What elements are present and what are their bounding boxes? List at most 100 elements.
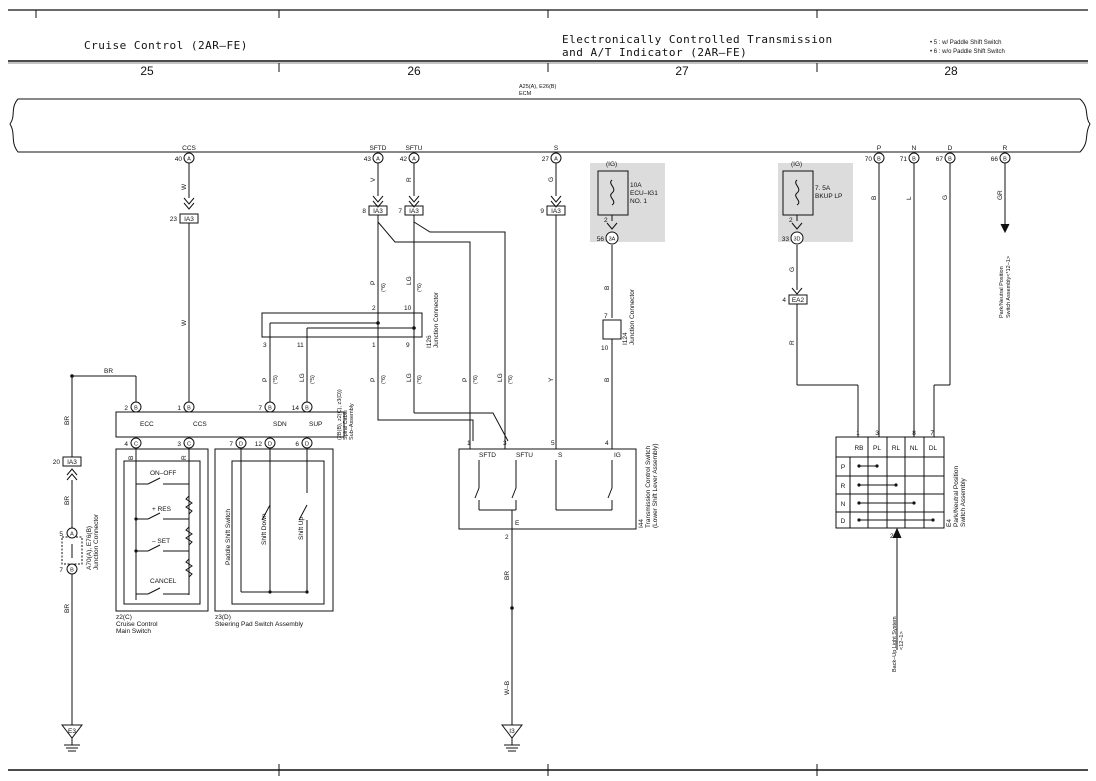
ecm-label: ECM <box>519 91 532 97</box>
junction-ea2: EA2 <box>792 297 805 304</box>
wire-color-sftd: V <box>370 177 377 182</box>
i124-label-id: I124 <box>622 332 629 345</box>
i126-label-id: I126 <box>426 335 433 348</box>
i126-pin-3: 3 <box>263 342 267 349</box>
ref-backup-line1: Back–Up Light System <box>892 616 898 672</box>
fuse1-name: ECU–IG1 <box>630 190 658 197</box>
ecm-pin-sftd-conn: A <box>376 157 380 163</box>
junction-ia3-sftu-num: 7 <box>398 208 402 215</box>
ecm-pin-p-conn: B <box>877 157 881 163</box>
ecm-pin-r-name: R <box>1003 145 1008 152</box>
wire-color-br-top: BR <box>104 368 113 375</box>
cruise-sw-set: – SET <box>152 538 170 545</box>
pad-pin-sup-conn: B <box>305 406 309 412</box>
a70-pin-top-conn: A <box>70 532 74 538</box>
wire-color-br-left3: BR <box>64 604 71 613</box>
tcs-pin-e: 2 <box>505 534 509 541</box>
fuse1-pin-num: 56 <box>597 236 605 243</box>
junction-ia3-sftd-num: 8 <box>362 208 366 215</box>
ecm-pin-ccs-num: 40 <box>175 156 183 163</box>
ecm-pin-d-num: 67 <box>936 156 944 163</box>
tcs-term-s: S <box>558 452 563 459</box>
variant-note-1: • 5 : w/ Paddle Shift Switch <box>930 40 1002 46</box>
wire-color-ccs-lower: W <box>181 319 188 326</box>
variant-mark-4: (*5) <box>310 375 316 384</box>
wire-color-br-left1: BR <box>64 416 71 425</box>
tcs-pin-sftd: 1 <box>467 440 471 447</box>
junction-ea2-num: 4 <box>782 297 786 304</box>
ref-pnp-line2: Switch Assembly<*12–1> <box>1006 256 1012 318</box>
junction-ia3-left: IA3 <box>67 459 77 466</box>
pnp-col-4: DL <box>929 445 938 452</box>
wire-color-tcs-p: P <box>462 378 469 382</box>
wire-color-n: L <box>906 196 913 200</box>
wire-color-fuse2-out2: R <box>789 340 796 345</box>
cruise-pin-lo1-num: 4 <box>124 441 128 448</box>
i126-pin-9: 9 <box>406 342 410 349</box>
pad-term-sdn: SDN <box>273 421 287 428</box>
column-number-27: 27 <box>675 64 689 78</box>
ref-pnp-line1: Park/Neutral Position <box>999 266 1005 318</box>
pnp-row-2: N <box>841 501 846 508</box>
tcs-label-name2: (Lower Shift Lever Assembly) <box>652 443 659 528</box>
cruise-pin-ecc-num: 2 <box>124 405 128 412</box>
wire-color-w-b: W–B <box>504 681 511 695</box>
wire-color-br-left2: BR <box>64 496 71 505</box>
wire-color-tcs-b: B <box>604 378 611 382</box>
ecm-pin-p-name: P <box>877 145 881 152</box>
variant-mark-7: (*6) <box>473 375 479 384</box>
i126-pin-2: 2 <box>372 305 376 312</box>
ecm-pin-sftu-conn: A <box>412 157 416 163</box>
junction-ia3-s-num: 9 <box>540 208 544 215</box>
cruise-pin-ccs-num: 1 <box>177 405 181 412</box>
spiral-label-name1: Spiral Cable <box>343 410 349 440</box>
cruise-pin-lo2-conn: C <box>187 442 191 448</box>
i124-pin-top: 7 <box>604 313 608 320</box>
wire-color-e-out: BR <box>504 571 511 580</box>
ecm-pin-sftu-name: SFTU <box>406 145 423 152</box>
cruise-sw-res: + RES <box>152 506 172 513</box>
cruise-label-name1: Cruise Control <box>116 621 158 628</box>
tcs-term-sftu: SFTU <box>516 452 533 459</box>
ecm-pin-sftu-num: 42 <box>400 156 408 163</box>
wire-color-r: GR <box>997 190 1004 200</box>
right-section-title-line2: and A/T Indicator (2AR–FE) <box>562 46 748 59</box>
junction-ia3-sftu: IA3 <box>409 208 419 215</box>
pnp-col-0: RB <box>854 445 863 452</box>
cruise-term-ccs: CCS <box>193 421 207 428</box>
pad-pin-sdn-conn: B <box>268 406 272 412</box>
cruise-pin-ecc-conn: B <box>134 406 138 412</box>
wire-color-ccs-sw: R <box>181 455 188 460</box>
tcs-label-name1: Transmission Control Switch <box>645 445 652 528</box>
ecm-connector-label: A25(A), E26(B) <box>519 84 556 90</box>
pnp-col-pin-4: 7 <box>930 430 934 437</box>
ecm-pin-ccs-conn: A <box>187 157 191 163</box>
ecm-pin-sftd-name: SFTD <box>370 145 387 152</box>
column-number-25: 25 <box>140 64 154 78</box>
column-number-28: 28 <box>944 64 958 78</box>
ecm-pin-p-num: 70 <box>865 156 873 163</box>
pnp-col-pin-1: 3 <box>875 430 879 437</box>
pad-label-name: Steering Pad Switch Assembly <box>215 621 304 628</box>
fuse2-pin-top: 2 <box>789 217 793 224</box>
wire-color-s: G <box>548 177 555 182</box>
wire-color-tcs-y: Y <box>548 377 555 382</box>
variant-mark-2: (*6) <box>417 283 423 292</box>
pad-pin-l2-conn: D <box>268 442 272 448</box>
cruise-sw-onoff: ON–OFF <box>150 470 176 477</box>
variant-mark-3: (*5) <box>273 375 279 384</box>
ground-e3-label: E3 <box>68 728 76 735</box>
pnp-col-pin-3: 8 <box>912 430 916 437</box>
ecm-pin-n-name: N <box>912 145 917 152</box>
pnp-col-2: RL <box>892 445 901 452</box>
variant-mark-6: (*6) <box>417 375 423 384</box>
column-number-26: 26 <box>407 64 421 78</box>
i126-pin-11: 11 <box>297 342 304 349</box>
pad-shift-down-label: Shift Down <box>261 513 268 545</box>
pnp-bottom-pin: 2 <box>890 533 894 540</box>
pnp-label-name2: Switch Assembly <box>960 477 967 527</box>
tcs-label-id: I44 <box>638 519 645 528</box>
a70-label-id: A70(A), E76(B) <box>86 526 93 570</box>
wire-color-i126-p-dn: P <box>262 378 269 382</box>
